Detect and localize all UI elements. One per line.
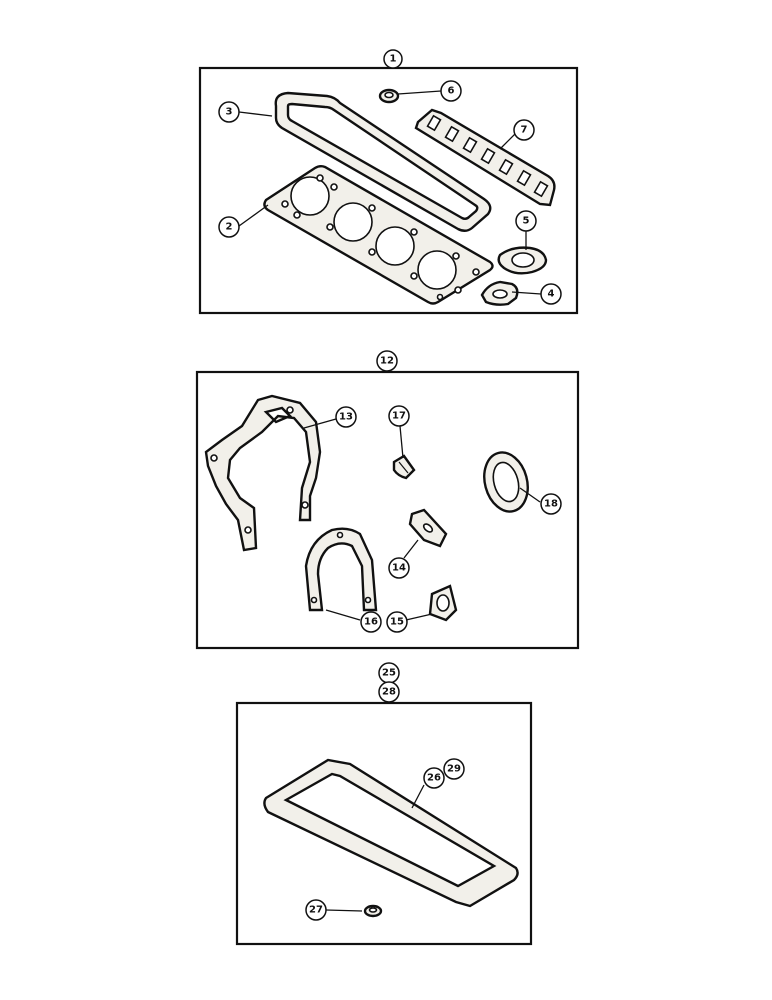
head-gasket	[263, 165, 494, 305]
callout-26: 26	[423, 767, 445, 789]
callout-7: 7	[513, 119, 535, 141]
callout-3: 3	[218, 101, 240, 123]
head-gasket-bolt-holes	[281, 174, 480, 301]
callout-15: 15	[386, 611, 408, 633]
outlet-gasket	[480, 280, 519, 306]
group-middle: 12 13 17 18 14 16 15	[195, 350, 580, 650]
callout-12: 12	[376, 350, 398, 372]
callout-4: 4	[540, 283, 562, 305]
svg-text:3: 3	[226, 107, 233, 118]
callout-25: 25	[378, 662, 400, 684]
callout-2: 2	[218, 216, 240, 238]
svg-text:27: 27	[309, 905, 323, 916]
svg-text:15: 15	[390, 617, 404, 628]
thermostat-gasket	[497, 246, 548, 275]
callout-14: 14	[388, 557, 410, 579]
svg-text:29: 29	[447, 764, 461, 775]
rear-seal-gasket	[304, 527, 378, 612]
callout-28: 28	[378, 681, 400, 703]
callout-18: 18	[540, 493, 562, 515]
svg-text:2: 2	[226, 222, 233, 233]
timing-cover-gasket	[204, 394, 322, 552]
group-middle-frame	[195, 370, 580, 650]
callout-5: 5	[515, 210, 537, 232]
small-seal	[392, 454, 416, 480]
callout-17: 17	[388, 405, 410, 427]
grommet	[378, 88, 400, 104]
ring-seal	[483, 451, 529, 513]
group-bottom: 25 28 26 29 27	[235, 662, 533, 946]
callout-16: 16	[360, 611, 382, 633]
group-top-frame	[198, 66, 579, 315]
callout-1: 1	[383, 49, 403, 69]
svg-text:12: 12	[380, 356, 394, 367]
group-bottom-frame	[235, 701, 533, 946]
rocker-cover-gasket	[274, 91, 492, 232]
drain-plug-washer	[363, 904, 383, 918]
callout-27: 27	[305, 899, 327, 921]
manifold-gasket	[414, 108, 556, 207]
svg-text:16: 16	[364, 617, 378, 628]
svg-text:26: 26	[427, 773, 441, 784]
svg-text:25: 25	[382, 668, 396, 679]
callout-29: 29	[443, 758, 465, 780]
svg-text:18: 18	[544, 499, 558, 510]
svg-text:14: 14	[392, 563, 406, 574]
svg-text:7: 7	[521, 125, 528, 136]
pump-gasket	[408, 508, 448, 548]
callout-13: 13	[335, 406, 357, 428]
svg-text:6: 6	[448, 86, 455, 97]
group-top: 1 3 2 6 7 5 4	[198, 49, 579, 315]
svg-text:5: 5	[523, 216, 530, 227]
oil-pan-gasket	[263, 758, 519, 908]
cover-plate-gasket	[428, 584, 458, 622]
svg-text:17: 17	[392, 411, 406, 422]
svg-text:13: 13	[339, 412, 353, 423]
svg-text:1: 1	[390, 54, 397, 65]
svg-text:4: 4	[548, 289, 555, 300]
callout-6: 6	[440, 80, 462, 102]
svg-text:28: 28	[382, 687, 396, 698]
